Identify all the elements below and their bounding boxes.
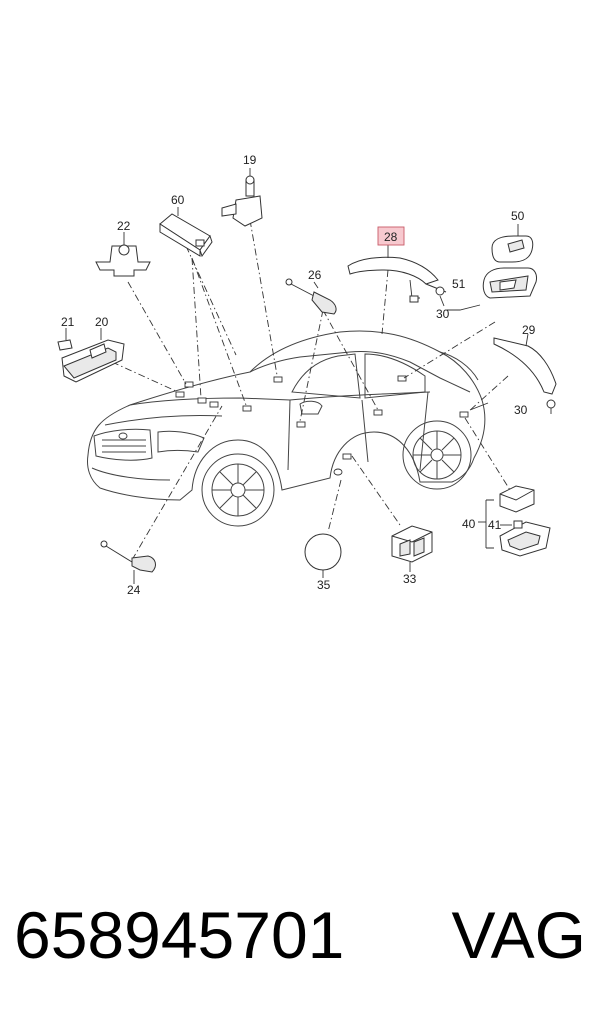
part-30-screw (546, 399, 556, 414)
callout-21: 21 (61, 315, 75, 329)
callout-60: 60 (171, 193, 185, 207)
callout-19: 19 (243, 153, 257, 167)
callout-29: 29 (522, 323, 536, 337)
part-51-key-module (482, 267, 537, 299)
callout-30-lower: 30 (514, 403, 528, 417)
callout-50: 50 (511, 209, 525, 223)
part-33-socket (391, 525, 433, 572)
part-26-cable (285, 278, 337, 315)
leader-lines (111, 219, 511, 561)
brand-name: VAG (451, 898, 586, 972)
callout-35: 35 (317, 578, 331, 592)
callout-26: 26 (308, 268, 322, 282)
callout-51: 51 (452, 277, 466, 291)
part-21-bulb (57, 328, 73, 351)
footer: 658945701 VAG (0, 880, 600, 990)
part-40-switch-assembly (478, 485, 551, 557)
part-50-key (491, 224, 534, 263)
callout-28: 28 (384, 230, 398, 244)
part-35-cap (304, 533, 342, 578)
callout-22: 22 (117, 219, 131, 233)
part-20-lamp (61, 328, 125, 383)
part-60-control-unit (159, 207, 213, 258)
part-number: 658945701 (14, 898, 345, 972)
part-24-cable (100, 540, 156, 584)
callout-24: 24 (127, 583, 141, 597)
callout-20: 20 (95, 315, 109, 329)
callout-30-upper: 30 (436, 307, 450, 321)
callout-40: 40 (462, 517, 476, 531)
part-22-bracket (95, 232, 151, 277)
callout-41: 41 (488, 518, 502, 532)
part-19-bracket (221, 168, 263, 227)
callout-labels: 19 60 22 28 50 26 51 30 21 20 29 30 40 4… (61, 153, 536, 597)
part-29-trim (493, 333, 557, 395)
part-28-trim-strip (347, 245, 447, 303)
parts-diagram: 19 60 22 28 50 26 51 30 21 20 29 30 40 4… (57, 153, 557, 597)
callout-33: 33 (403, 572, 417, 586)
car-illustration (87, 330, 486, 527)
callout-28-highlight (377, 226, 405, 246)
part-30-connector (439, 295, 445, 307)
